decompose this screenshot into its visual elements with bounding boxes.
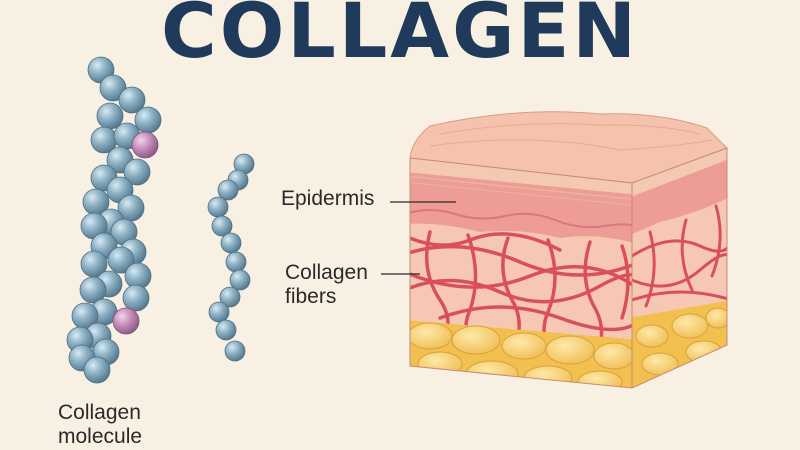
collagen-molecule-label: Collagen molecule: [58, 401, 143, 448]
epidermis-label: Epidermis: [281, 187, 375, 210]
page-title: COLLAGEN: [161, 0, 639, 75]
skin-cross-section: [409, 111, 728, 389]
collagen-fibers-label: Collagen fibers: [285, 261, 368, 308]
collagen-triple-helix: [66, 56, 162, 384]
collagen-single-chain: [207, 153, 255, 362]
